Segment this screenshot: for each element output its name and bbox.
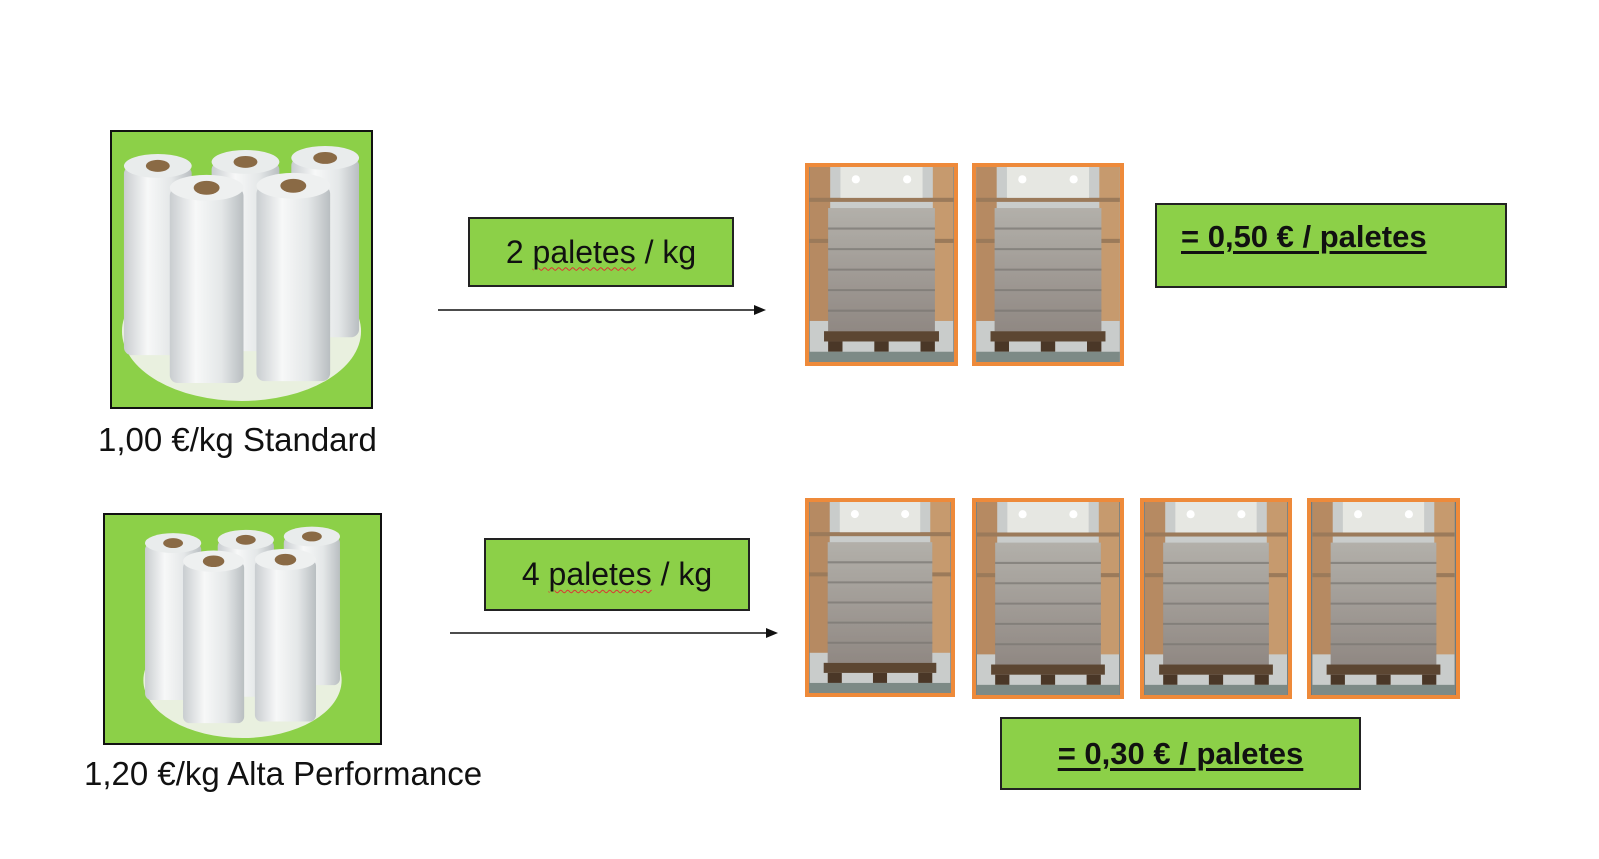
pallet-image: [805, 498, 955, 697]
rate-word: paletes: [548, 556, 652, 592]
wrapped-pallet-icon: [1144, 502, 1288, 695]
standard-result-label: = 0,50 € / paletes: [1155, 203, 1507, 288]
standard-rate-label: 2 paletes / kg: [468, 217, 734, 287]
standard-film-rolls-image: [110, 130, 373, 409]
performance-price-caption: 1,20 €/kg Alta Performance: [84, 755, 483, 792]
rate-count: 4: [521, 556, 540, 592]
pallet-image: [972, 163, 1124, 366]
wrapped-pallet-icon: [976, 502, 1120, 695]
rate-word: paletes: [532, 233, 636, 270]
performance-result-label: = 0,30 € / paletes: [1000, 717, 1361, 790]
pallet-image: [805, 163, 958, 366]
stretch-film-rolls-icon: [112, 132, 371, 407]
rate-unit: / kg: [644, 233, 697, 270]
standard-price-caption: 1,00 €/kg Standard: [98, 421, 377, 458]
rate-unit: / kg: [660, 556, 713, 592]
pallet-image: [1140, 498, 1292, 699]
standard-arrow: [438, 302, 766, 318]
pallet-image: [1307, 498, 1460, 699]
pallet-image: [972, 498, 1124, 699]
wrapped-pallet-icon: [809, 502, 951, 693]
wrapped-pallet-icon: [1311, 502, 1456, 695]
stretch-film-rolls-icon: [105, 515, 380, 743]
right-arrow-icon: [438, 305, 766, 315]
performance-arrow: [450, 625, 778, 641]
wrapped-pallet-icon: [809, 167, 954, 362]
rate-count: 2: [505, 233, 524, 270]
right-arrow-icon: [450, 628, 778, 638]
wrapped-pallet-icon: [976, 167, 1120, 362]
performance-film-rolls-image: [103, 513, 382, 745]
performance-rate-label: 4 paletes / kg: [484, 538, 750, 611]
